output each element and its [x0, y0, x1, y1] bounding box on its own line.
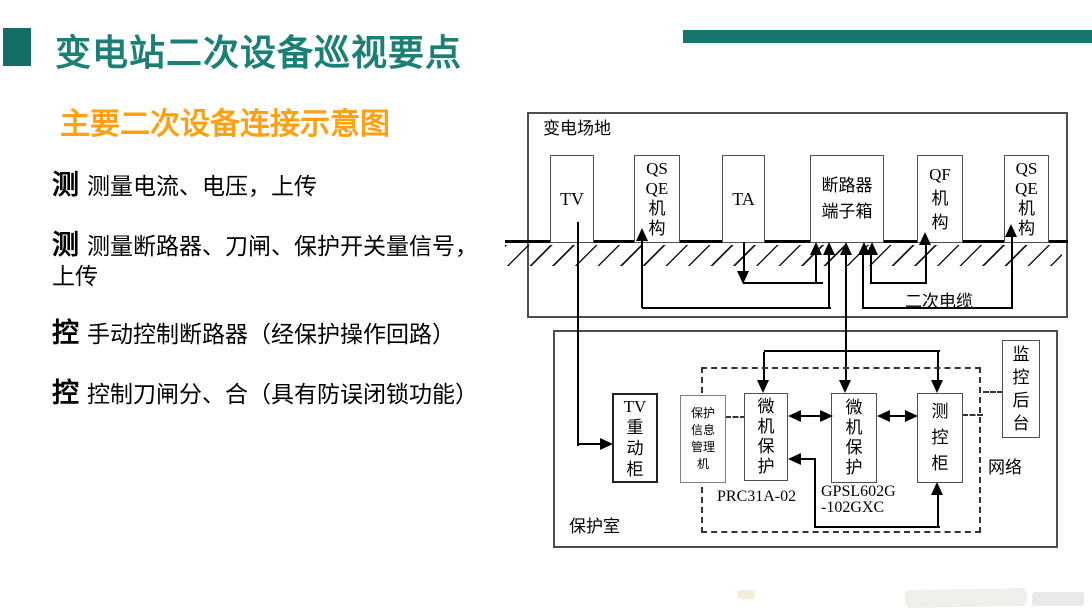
arrowhead: [820, 410, 833, 422]
signal-line: [764, 350, 940, 352]
cable-line: [862, 255, 864, 309]
device-box-breaker-terminal: 断路器 端子箱: [810, 155, 884, 243]
arrowhead: [877, 410, 890, 422]
bullet-measure-1: 测测量电流、电压，上传: [52, 170, 492, 201]
protection-room-label: 保护室: [569, 517, 620, 536]
cable-line: [743, 282, 823, 284]
ground-hatching: [505, 245, 1062, 266]
field-area-label: 变电场地: [543, 119, 611, 138]
bullet-lead: 测: [52, 170, 79, 200]
signal-line: [937, 494, 939, 528]
device-box-tv-relay-cabinet: TV 重 动 柜: [612, 393, 658, 483]
signal-line: [799, 415, 822, 417]
bullet-control-1: 控手动控制断路器（经保护操作回路）: [52, 318, 492, 349]
arrowhead: [636, 228, 648, 241]
bullet-text: 测量断路器、刀闸、保护开关量信号，上传: [52, 233, 478, 289]
ground-line: [505, 240, 1068, 243]
header-accent-bar: [683, 30, 1092, 43]
signal-line: [888, 415, 907, 417]
arrowhead: [737, 271, 749, 284]
arrowhead: [858, 242, 870, 255]
device-box-ta: TA: [722, 155, 765, 243]
cable-line: [862, 307, 1013, 309]
bullet-text: 测量电流、电压，上传: [87, 173, 317, 199]
arrowhead: [1005, 224, 1017, 237]
device-box-monitoring-backend: 监 控 后 台: [1002, 340, 1040, 438]
arrowhead: [931, 482, 943, 495]
arrowhead: [931, 380, 943, 393]
watermark-mark: [737, 590, 755, 599]
signal-line: [814, 526, 940, 528]
dashed-link: [725, 416, 746, 418]
signal-line: [577, 443, 601, 445]
signal-line: [800, 458, 816, 460]
arrowhead: [788, 410, 801, 422]
arrowhead: [839, 380, 851, 393]
model-caption-prc31a: PRC31A-02: [717, 488, 797, 505]
signal-line: [763, 352, 765, 381]
device-box-protection-info-manager: 保护 信息 管理 机: [680, 395, 726, 483]
page-title: 变电站二次设备巡视要点: [55, 32, 463, 73]
arrowhead: [823, 242, 835, 255]
arrowhead: [905, 410, 918, 422]
cable-line: [870, 255, 872, 284]
cable-line: [641, 240, 643, 308]
signal-line: [814, 458, 816, 528]
bullet-lead: 控: [52, 318, 79, 348]
signal-line: [577, 222, 579, 446]
watermark-shape: [1032, 592, 1084, 606]
bullet-control-2: 控控制刀闸分、合（具有防误闭锁功能）: [52, 378, 492, 409]
arrowhead: [919, 232, 931, 245]
arrowhead: [840, 242, 852, 255]
bullet-text: 手动控制断路器（经保护操作回路）: [87, 321, 455, 347]
dashed-link: [983, 391, 1003, 393]
cable-line: [642, 307, 831, 309]
cable-line: [870, 282, 927, 284]
device-box-tv: TV: [550, 155, 594, 243]
field-area-box: [527, 112, 1068, 318]
device-box-qf: QF 机 构: [917, 155, 963, 243]
bullet-measure-2: 测测量断路器、刀闸、保护开关量信号，上传: [52, 230, 492, 291]
cable-line: [925, 244, 927, 284]
arrowhead: [757, 380, 769, 393]
section-subtitle: 主要二次设备连接示意图: [60, 108, 390, 141]
accent-square: [3, 28, 31, 66]
bullet-lead: 测: [52, 230, 79, 260]
cable-line: [828, 255, 830, 309]
cable-line: [743, 242, 745, 273]
secondary-cable-label: 二次电缆: [905, 292, 973, 311]
signal-line: [937, 352, 939, 381]
device-box-microprocessor-protection-1: 微 机 保 护: [744, 393, 788, 481]
cable-line: [815, 255, 817, 284]
bullet-lead: 控: [52, 378, 79, 408]
arrowhead: [810, 242, 822, 255]
device-box-microprocessor-protection-2: 微 机 保 护: [831, 393, 877, 483]
arrowhead: [600, 438, 613, 450]
arrowhead: [788, 453, 801, 465]
network-label: 网络: [988, 458, 1022, 477]
signal-line: [845, 254, 847, 381]
cable-line: [1011, 236, 1013, 309]
watermark-shape: [904, 587, 1028, 609]
bullet-text: 控制刀闸分、合（具有防误闭锁功能）: [87, 381, 478, 407]
dashed-link: [962, 414, 983, 416]
device-box-measure-control-cabinet: 测 控 柜: [917, 393, 963, 483]
model-caption-gpsl602g: GPSL602G -102GXC: [821, 483, 896, 516]
